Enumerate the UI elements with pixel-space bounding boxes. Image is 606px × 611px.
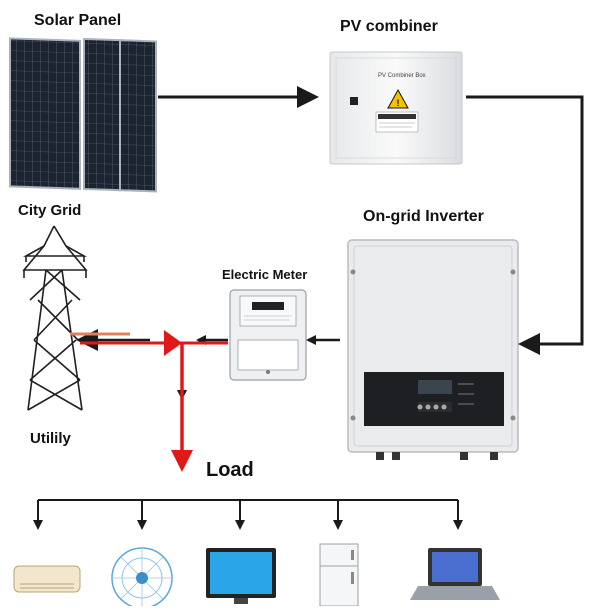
svg-text:!: ! <box>397 98 400 108</box>
combiner-box-text: PV Combiner Box <box>378 73 426 79</box>
transmission-tower-icon <box>22 225 88 411</box>
grid-flow-lines <box>70 330 228 472</box>
load-label: Load <box>206 459 254 481</box>
line-combiner-to-inverter <box>466 95 584 355</box>
fan-icon <box>111 547 173 609</box>
combiner-box-icon: ! <box>329 51 463 165</box>
load-bus <box>33 499 463 530</box>
utility-label: Utilily <box>30 430 71 447</box>
city-grid-label: City Grid <box>18 202 82 219</box>
electric-meter-label: Electric Meter <box>222 267 308 282</box>
inverter-icon <box>347 239 519 460</box>
refrigerator-icon <box>319 543 359 607</box>
solar-panel-label: Solar Panel <box>34 12 122 29</box>
electric-meter-icon <box>229 289 307 381</box>
laptop-icon <box>410 548 500 600</box>
on-grid-inverter-label: On-grid Inverter <box>363 208 484 225</box>
air-conditioner-icon <box>13 565 81 593</box>
pv-combiner-label: PV combiner <box>340 18 438 35</box>
solar-panel-icon <box>9 37 157 193</box>
tv-icon <box>206 548 276 604</box>
